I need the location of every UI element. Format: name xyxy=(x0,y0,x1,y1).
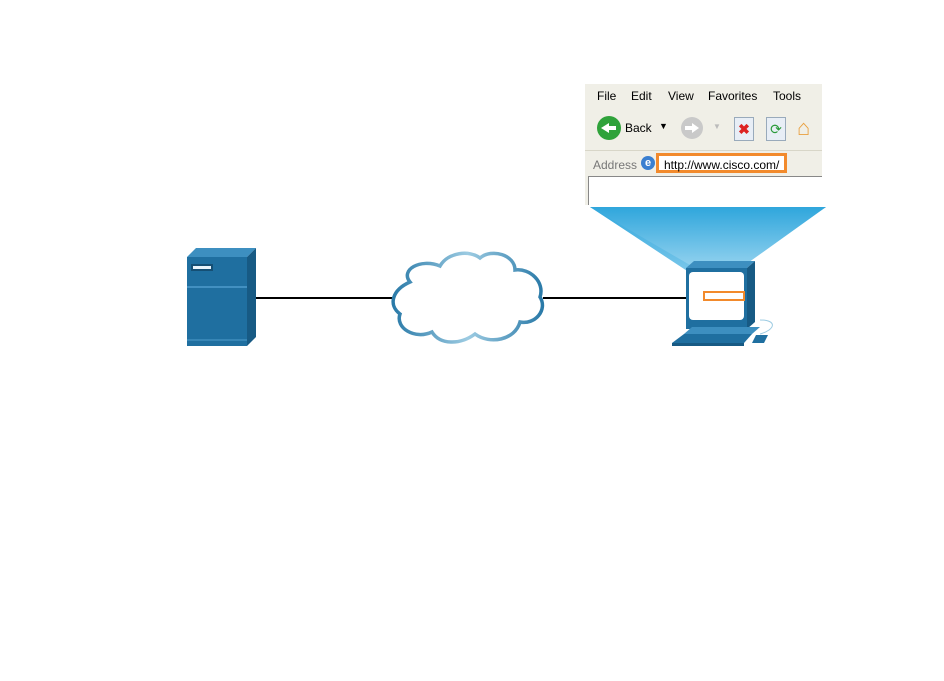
forward-dropdown-icon[interactable]: ▼ xyxy=(713,122,721,131)
menu-favorites[interactable]: Favorites xyxy=(708,89,758,103)
back-arrow-icon[interactable] xyxy=(597,116,621,140)
page-content-area xyxy=(588,176,822,205)
ie-page-icon: e xyxy=(641,156,655,170)
back-dropdown-icon[interactable]: ▼ xyxy=(659,121,668,131)
refresh-icon[interactable]: ⟳ xyxy=(766,117,786,141)
home-icon[interactable]: ⌂ xyxy=(797,115,811,140)
back-button-label[interactable]: Back xyxy=(625,121,652,135)
forward-arrow-icon[interactable] xyxy=(681,117,703,139)
browser-window-zoom: File Edit View Favorites Tools Back ▼ ▼ … xyxy=(585,84,822,205)
pc-icon xyxy=(672,261,773,346)
menu-bar: File Edit View Favorites Tools xyxy=(585,84,822,108)
menu-tools[interactable]: Tools xyxy=(773,89,802,103)
toolbar: Back ▼ ▼ ✖ ⟳ ⌂ xyxy=(585,112,822,144)
stop-icon[interactable]: ✖ xyxy=(734,117,754,141)
address-bar: Address e http://www.cisco.com/ xyxy=(585,150,822,177)
address-label: Address xyxy=(593,158,638,172)
server-icon xyxy=(187,248,256,346)
menu-view[interactable]: View xyxy=(668,89,694,103)
menu-edit[interactable]: Edit xyxy=(631,89,652,103)
url-input[interactable]: http://www.cisco.com/ xyxy=(656,153,787,173)
internet-cloud-icon xyxy=(391,251,545,344)
menu-file[interactable]: File xyxy=(597,89,617,103)
